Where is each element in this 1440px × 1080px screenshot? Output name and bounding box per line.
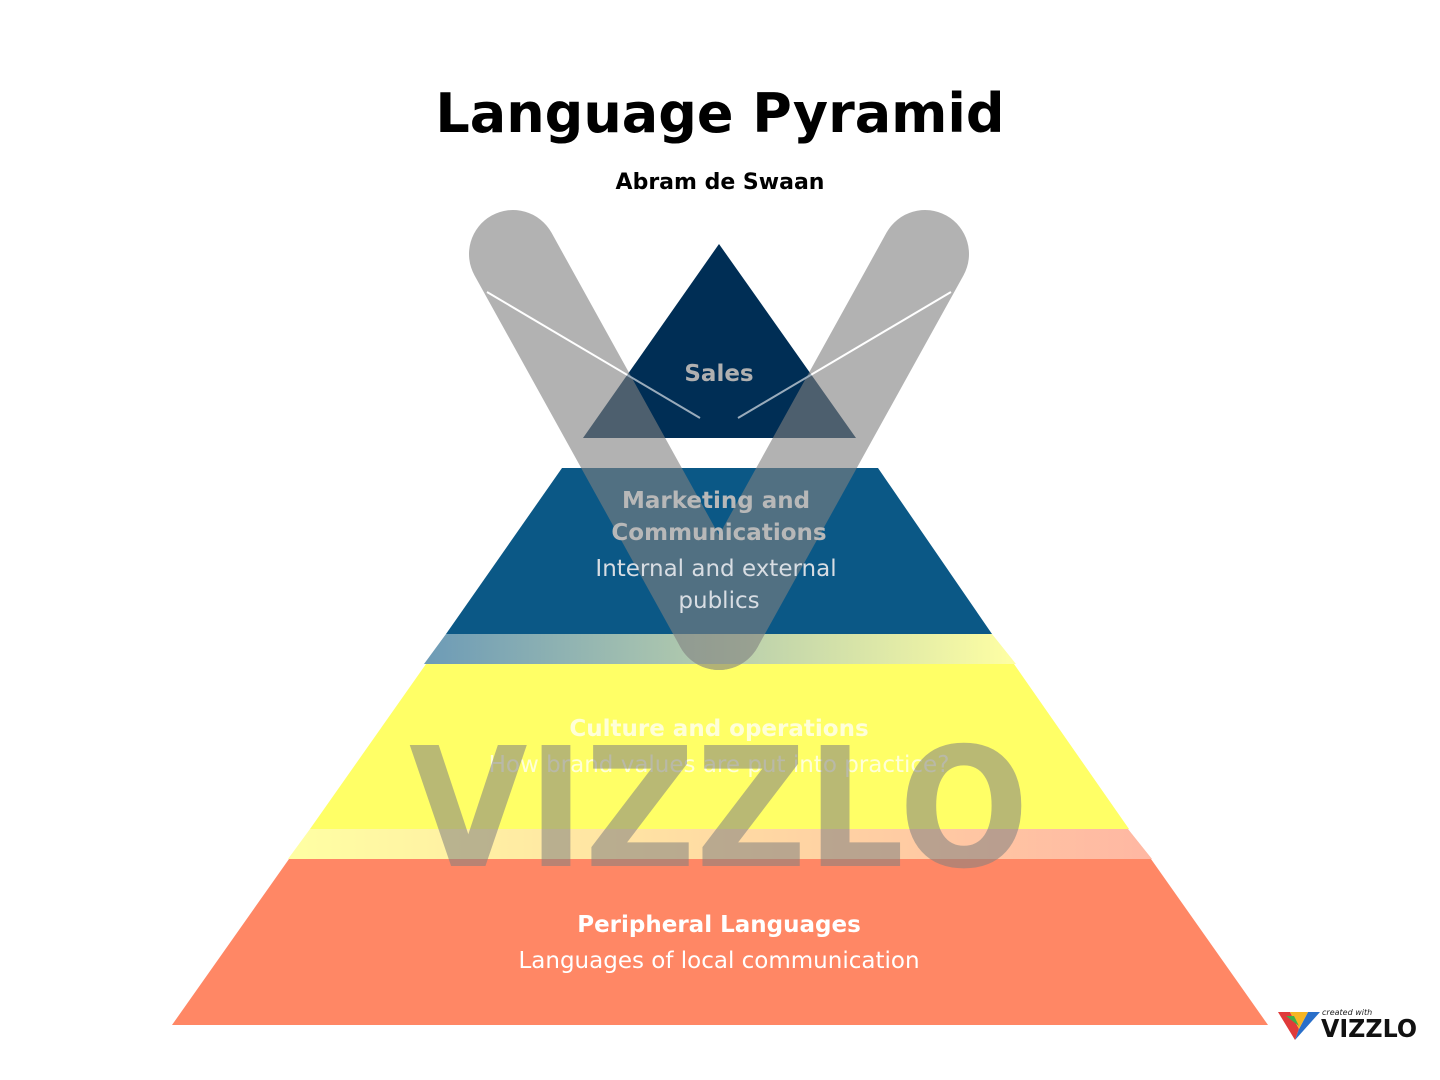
- level-marketing-title-line2: Communications: [611, 520, 826, 546]
- level-sales-title: Sales: [684, 361, 753, 387]
- level-marketing-title-line1: Marketing and: [622, 488, 810, 514]
- vizzlo-v-watermark: [469, 210, 969, 670]
- credit-small-text: created with: [1322, 1008, 1372, 1017]
- level-peripheral-desc: Languages of local communication: [518, 948, 919, 974]
- pyramid-level-culture: [310, 664, 1129, 829]
- vizzlo-wordmark-watermark: VIZZLO: [409, 713, 1029, 906]
- level-culture-title: Culture and operations: [569, 716, 868, 742]
- pyramid-level-peripheral: [172, 859, 1268, 1025]
- diagram-title: Language Pyramid: [435, 82, 1005, 145]
- connector-3-4: [288, 829, 1152, 859]
- vizzlo-logo-icon: [1278, 1012, 1320, 1040]
- level-marketing-desc-line1: Internal and external: [595, 556, 836, 582]
- credit-brand-text: VIZZLO: [1321, 1014, 1417, 1043]
- vizzlo-credit-logo: created with VIZZLO: [1278, 1008, 1417, 1043]
- level-marketing-desc-line2: publics: [678, 588, 759, 614]
- level-culture-desc: How brand values are put into practice?: [489, 752, 950, 778]
- diagram-subtitle: Abram de Swaan: [615, 170, 825, 195]
- level-peripheral-title: Peripheral Languages: [577, 912, 861, 938]
